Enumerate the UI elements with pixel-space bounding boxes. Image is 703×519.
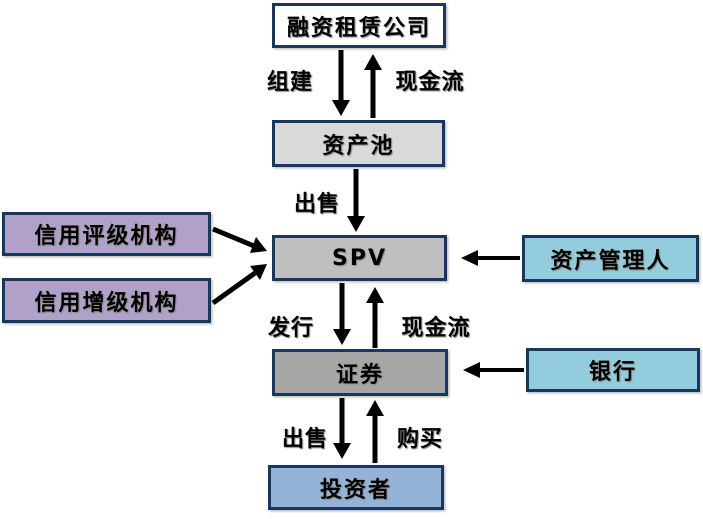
arrow-lessor-to-pool [332, 50, 350, 116]
arrow-bank-to-securities [463, 362, 524, 378]
arrow-pool-to-spv [347, 169, 365, 232]
arrow-enhancement-to-spv [211, 264, 267, 306]
edge-label-sell-pool: 出售 [293, 192, 340, 217]
box-financing-lease-company: 融资租赁公司 [272, 3, 446, 48]
edge-label-form: 组建 [266, 70, 313, 95]
box-securities-label: 证券 [335, 362, 384, 388]
box-bank-label: 银行 [588, 360, 637, 385]
box-asset-manager-label: 资产管理人 [550, 248, 671, 274]
box-asset-pool: 资产池 [272, 120, 445, 167]
box-credit-rating-agency: 信用评级机构 [2, 212, 211, 256]
edge-label-cashflow-mid: 现金流 [401, 316, 471, 341]
arrow-securities-to-spv-cashflow [366, 287, 384, 348]
arrow-pool-to-lessor-cashflow [364, 54, 382, 118]
arrow-investors-to-securities-buy [366, 400, 384, 463]
edge-label-cashflow-top: 现金流 [395, 70, 465, 95]
box-spv-label: SPV [332, 245, 387, 271]
box-spv: SPV [272, 235, 447, 281]
edge-label-issue: 发行 [267, 316, 314, 341]
box-financing-lease-company-label: 融资租赁公司 [286, 15, 431, 41]
box-asset-manager: 资产管理人 [522, 235, 699, 282]
arrow-rating-to-spv [212, 226, 267, 253]
edge-label-buy: 购买 [396, 427, 443, 452]
edge-label-sell-securities: 出售 [281, 427, 328, 452]
box-credit-enhancement-agency: 信用增级机构 [2, 278, 211, 323]
box-bank: 银行 [526, 348, 700, 392]
arrow-spv-to-securities [333, 283, 351, 345]
box-credit-rating-agency-label: 信用评级机构 [34, 224, 179, 249]
box-investors: 投资者 [268, 465, 444, 510]
box-asset-pool-label: 资产池 [322, 133, 395, 159]
box-credit-enhancement-agency-label: 信用增级机构 [34, 290, 179, 316]
box-securities: 证券 [272, 349, 448, 396]
arrow-manager-to-spv [461, 250, 520, 266]
arrow-securities-to-investors [333, 398, 351, 459]
box-investors-label: 投资者 [319, 477, 392, 503]
